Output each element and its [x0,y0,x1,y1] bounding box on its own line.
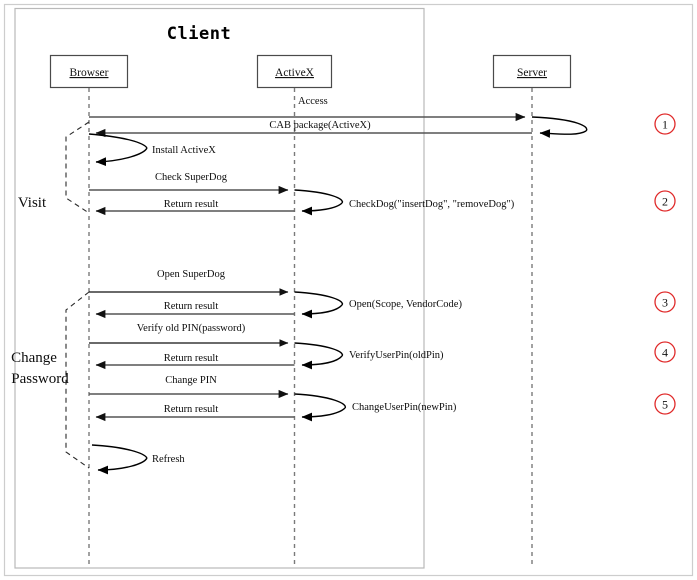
curve-change-api-out [294,393,346,409]
curve-refresh-back [97,457,148,475]
actor-activex[interactable]: ActiveX [256,54,333,89]
group-label-change-password-line2: Password [11,371,69,387]
step-circle-5 [654,393,676,415]
curve-checkdog-out [294,189,343,204]
actor-activex-label: ActiveX [275,67,315,79]
step-circle-4 [654,341,676,363]
message-label-open-api: Open(Scope, VendorCode) [349,299,462,310]
message-label-cab-package: CAB package(ActiveX) [269,120,371,131]
curve-checkdog-back [301,202,343,216]
client-frame [14,7,425,569]
actor-server-box[interactable] [492,54,572,89]
curve-verify-api-out [294,342,343,357]
message-label-return-result-2: Return result [164,301,219,312]
group-label-change-password-line1: Change [11,350,57,366]
curve-install-activex-out [88,133,148,149]
message-label-verify-api: VerifyUserPin(oldPin) [349,350,444,361]
actor-server-label: Server [517,67,547,79]
client-frame-title: Client [167,24,231,44]
step-number-2: 2 [662,195,668,209]
step-marker-5: 5 [654,393,676,415]
message-label-access: Access [298,96,328,107]
curve-server-turnaround [531,116,588,132]
curve-change-api-back [301,407,346,422]
actor-browser-box[interactable] [49,54,129,89]
step-number-1: 1 [662,118,668,132]
curve-server-return [539,129,587,138]
actor-browser-label: Browser [70,67,109,79]
step-marker-3: 3 [654,291,676,313]
page-border [3,3,694,577]
group-bracket-change-password [65,291,90,469]
step-number-5: 5 [662,398,668,412]
curve-open-api-out [294,291,343,306]
message-label-return-result-3: Return result [164,353,219,364]
message-label-change-pin: Change PIN [165,375,217,386]
actor-browser[interactable]: Browser [49,54,129,89]
step-marker-1: 1 [654,113,676,135]
message-label-return-result-4: Return result [164,404,219,415]
curve-open-api-back [301,304,343,319]
step-marker-2: 2 [654,190,676,212]
step-number-4: 4 [662,346,668,360]
actor-activex-box[interactable] [256,54,333,89]
step-number-3: 3 [662,296,668,310]
step-marker-4: 4 [654,341,676,363]
message-label-verify-old-pin: Verify old PIN(password) [137,323,246,334]
actor-server[interactable]: Server [492,54,572,89]
message-label-return-result-1: Return result [164,199,219,210]
message-label-open-superdog: Open SuperDog [157,269,226,280]
step-circle-3 [654,291,676,313]
step-circle-1 [654,113,676,135]
message-label-check-dog-api: CheckDog("insertDog", "removeDog") [349,199,515,210]
curve-refresh-out [91,444,148,459]
group-label-visit: Visit [18,195,47,211]
curve-verify-api-back [301,355,343,370]
message-label-install-activex: Install ActiveX [152,145,216,156]
group-bracket-visit [65,121,90,214]
message-label-refresh: Refresh [152,454,185,465]
message-label-check-superdog: Check SuperDog [155,172,228,183]
curve-install-activex-back [95,147,148,167]
message-label-change-api: ChangeUserPin(newPin) [352,402,457,413]
step-circle-2 [654,190,676,212]
